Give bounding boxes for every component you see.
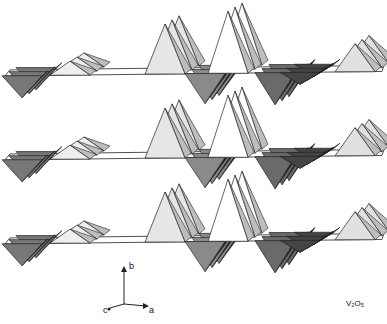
polyhedron-face <box>335 212 375 240</box>
polyhedron-face <box>280 72 320 84</box>
polyhedra-layer <box>2 3 387 105</box>
polyhedron-face <box>50 229 90 243</box>
polyhedra-layer <box>2 171 387 273</box>
polyhedron-face <box>280 240 320 252</box>
polyhedron-face <box>2 244 42 266</box>
polyhedron-face <box>145 192 185 242</box>
polyhedron-face <box>2 160 42 182</box>
formula-label: V₂O₅ <box>346 300 364 308</box>
polyhedron-face <box>50 145 90 159</box>
axis-line <box>124 268 125 304</box>
polyhedra-layer <box>2 87 387 189</box>
axis-line <box>124 304 146 306</box>
axis-arrowhead <box>107 307 110 310</box>
axis-arrowhead <box>143 303 149 309</box>
axis-label: c <box>103 306 108 315</box>
polyhedron-face <box>145 108 185 158</box>
polyhedron-face <box>335 44 375 72</box>
polyhedron-face <box>2 76 42 98</box>
axis-label: a <box>149 306 154 315</box>
polyhedron-face <box>208 11 248 73</box>
polyhedron-face <box>185 158 225 188</box>
polyhedron-face <box>185 74 225 104</box>
axis-label: b <box>129 262 134 271</box>
polyhedron-face <box>208 95 248 157</box>
polyhedron-face <box>145 24 185 74</box>
polyhedron-face <box>50 61 90 75</box>
polyhedron-face <box>185 242 225 272</box>
polyhedron-face <box>335 128 375 156</box>
axis-line <box>110 304 124 308</box>
axis-arrowhead <box>121 266 127 272</box>
axis-triad <box>107 266 149 311</box>
polyhedron-face <box>208 179 248 241</box>
polyhedron-face <box>280 156 320 168</box>
